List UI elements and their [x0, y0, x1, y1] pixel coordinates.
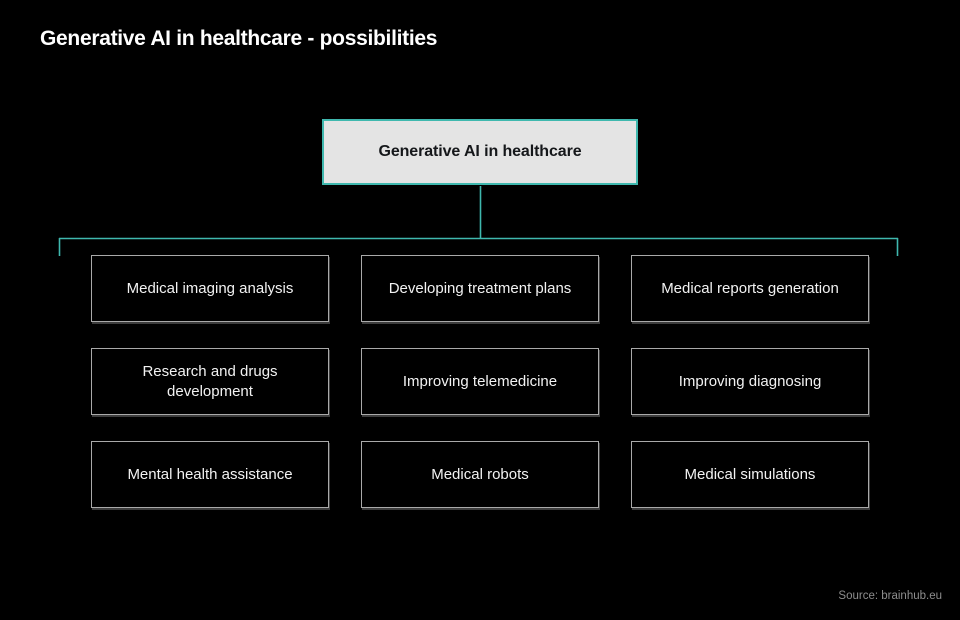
child-node[interactable]: Medical imaging analysis	[91, 255, 329, 322]
child-node[interactable]: Mental health assistance	[91, 441, 329, 508]
child-node[interactable]: Improving diagnosing	[631, 348, 869, 415]
child-node-label: Mental health assistance	[127, 465, 293, 483]
root-node[interactable]: Generative AI in healthcare	[322, 119, 638, 185]
page-title: Generative AI in healthcare - possibilit…	[40, 27, 438, 50]
child-node-label: Medical imaging analysis	[126, 279, 294, 297]
child-node-label: Medical robots	[431, 465, 529, 483]
child-node-label: Medical simulations	[684, 465, 816, 483]
child-node-label: Developing treatment plans	[388, 279, 572, 297]
source-credit: Source: brainhub.eu	[838, 590, 942, 602]
root-node-label: Generative AI in healthcare	[378, 143, 582, 160]
child-node[interactable]: Developing treatment plans	[361, 255, 599, 322]
child-node-label: Research and drugs development	[142, 363, 278, 400]
child-node[interactable]: Medical robots	[361, 441, 599, 508]
child-node[interactable]: Improving telemedicine	[361, 348, 599, 415]
children-grid: Medical imaging analysis Developing trea…	[91, 255, 869, 508]
child-node-label: Improving telemedicine	[402, 372, 558, 390]
child-node-label: Medical reports generation	[661, 279, 839, 297]
child-node-label: Improving diagnosing	[678, 372, 822, 390]
child-node[interactable]: Medical reports generation	[631, 255, 869, 322]
child-node[interactable]: Research and drugs development	[91, 348, 329, 415]
child-node[interactable]: Medical simulations	[631, 441, 869, 508]
